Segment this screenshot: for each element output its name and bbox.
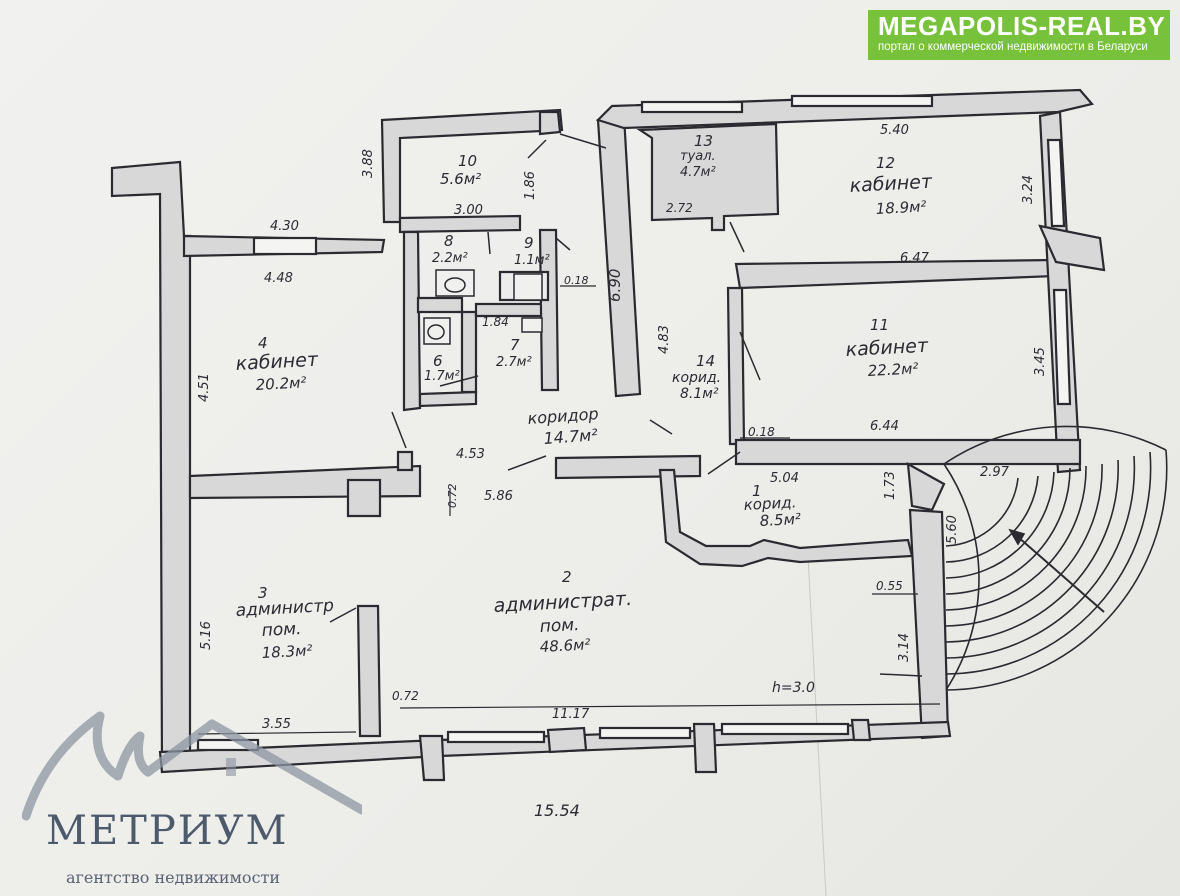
room-name: туал. (680, 149, 716, 164)
room-number: 2 (562, 568, 572, 586)
room-area: 8.5м² (759, 510, 801, 530)
room-name: кабинет (849, 171, 933, 197)
room-labels: 1 корид. 8.5м² 2 администрат. пом. 48.6м… (235, 132, 933, 662)
room-area: 4.7м² (680, 165, 716, 180)
room-name: коридор (527, 404, 599, 428)
room-number: 14 (696, 352, 715, 370)
room-number: 12 (876, 154, 895, 172)
room-area: 48.6м² (539, 635, 591, 656)
dimension: 4.30 (270, 219, 299, 234)
dimension: 3.55 (262, 717, 291, 732)
room-number: 8 (444, 232, 454, 250)
staircase (943, 425, 1168, 691)
room-area: 14.7м² (543, 425, 599, 448)
room-name: пом. (539, 615, 580, 637)
room-name: пом. (261, 619, 302, 641)
room-name: кабинет (235, 349, 319, 375)
room-area: 8.1м² (680, 386, 719, 402)
room-area: 20.2м² (255, 373, 307, 394)
dimension: 5.16 (199, 621, 214, 650)
brand-tagline: агентство недвижимости (66, 868, 281, 887)
dimension: 5.04 (770, 471, 799, 486)
room-number: 4 (258, 334, 268, 352)
room-area: 2.2м² (432, 251, 468, 266)
dimension: 0.18 (564, 274, 589, 287)
room-area: 22.2м² (867, 359, 919, 380)
room-number: 11 (870, 316, 889, 334)
room-name: администрат. (493, 588, 633, 617)
fixtures (423, 269, 543, 345)
dimension: 6.47 (900, 251, 930, 266)
room-name: кабинет (845, 335, 929, 361)
room-area: 2.7м² (496, 355, 532, 370)
dimension: 11.17 (552, 707, 590, 722)
room-number: 3 (258, 584, 268, 602)
dimension: 4.83 (657, 325, 672, 354)
dimension: 1.84 (482, 315, 509, 329)
room-number: 10 (458, 152, 477, 170)
dimension: 0.72 (392, 689, 419, 703)
dimension: 4.53 (456, 447, 485, 462)
dimension: 4.51 (197, 373, 212, 402)
room-number: 7 (510, 336, 520, 354)
dimension: 4.48 (264, 271, 293, 286)
dimension: 1.73 (883, 471, 898, 500)
dimension: 3.45 (1033, 347, 1048, 376)
site-watermark-badge: MEGAPOLIS-REAL.BY портал о коммерческой … (868, 10, 1170, 60)
dimension: 5.60 (945, 515, 960, 544)
dimension: 3.24 (1021, 175, 1036, 204)
dimension: 5.86 (484, 489, 513, 504)
dimension-labels: 3.88 4.30 4.48 4.51 5.16 3.00 1.86 0.18 … (197, 123, 1048, 820)
room-area: 18.9м² (875, 197, 927, 218)
dimension: 1.86 (523, 171, 538, 200)
dimension: 6.90 (606, 269, 624, 302)
room-number: 9 (524, 234, 534, 252)
dimension: 3.00 (454, 203, 483, 218)
room-name: корид. (743, 493, 797, 514)
dimension: 2.97 (980, 465, 1010, 480)
dimension: 3.14 (897, 633, 912, 662)
ceiling-height: h=3.0 (772, 680, 815, 696)
brand-name: МЕТРИУМ (46, 808, 289, 854)
room-area: 1.7м² (424, 369, 460, 384)
dimension: 5.40 (880, 123, 909, 138)
dimension: 6.44 (870, 419, 899, 434)
room-number: 13 (694, 132, 713, 150)
room-number: 1 (752, 482, 762, 500)
dimension: 2.72 (666, 201, 693, 215)
room-area: 5.6м² (440, 170, 481, 188)
room-area: 18.3м² (261, 641, 313, 662)
site-subtitle: портал о коммерческой недвижимости в Бел… (878, 41, 1148, 53)
walls (110, 88, 1106, 782)
site-name: MEGAPOLIS-REAL.BY (878, 11, 1166, 41)
room-area: 1.1м² (514, 253, 550, 268)
dimension: 0.18 (748, 425, 775, 439)
metrium-logo-icon (22, 711, 362, 821)
dimension: 3.88 (361, 149, 376, 178)
doors (329, 133, 923, 677)
room-name: администр (235, 596, 334, 621)
dimension: 15.54 (534, 801, 580, 820)
dimension: 0.72 (446, 484, 459, 509)
room-name: корид. (672, 370, 721, 386)
dimension: 0.55 (876, 579, 903, 593)
room-number: 6 (433, 352, 443, 370)
